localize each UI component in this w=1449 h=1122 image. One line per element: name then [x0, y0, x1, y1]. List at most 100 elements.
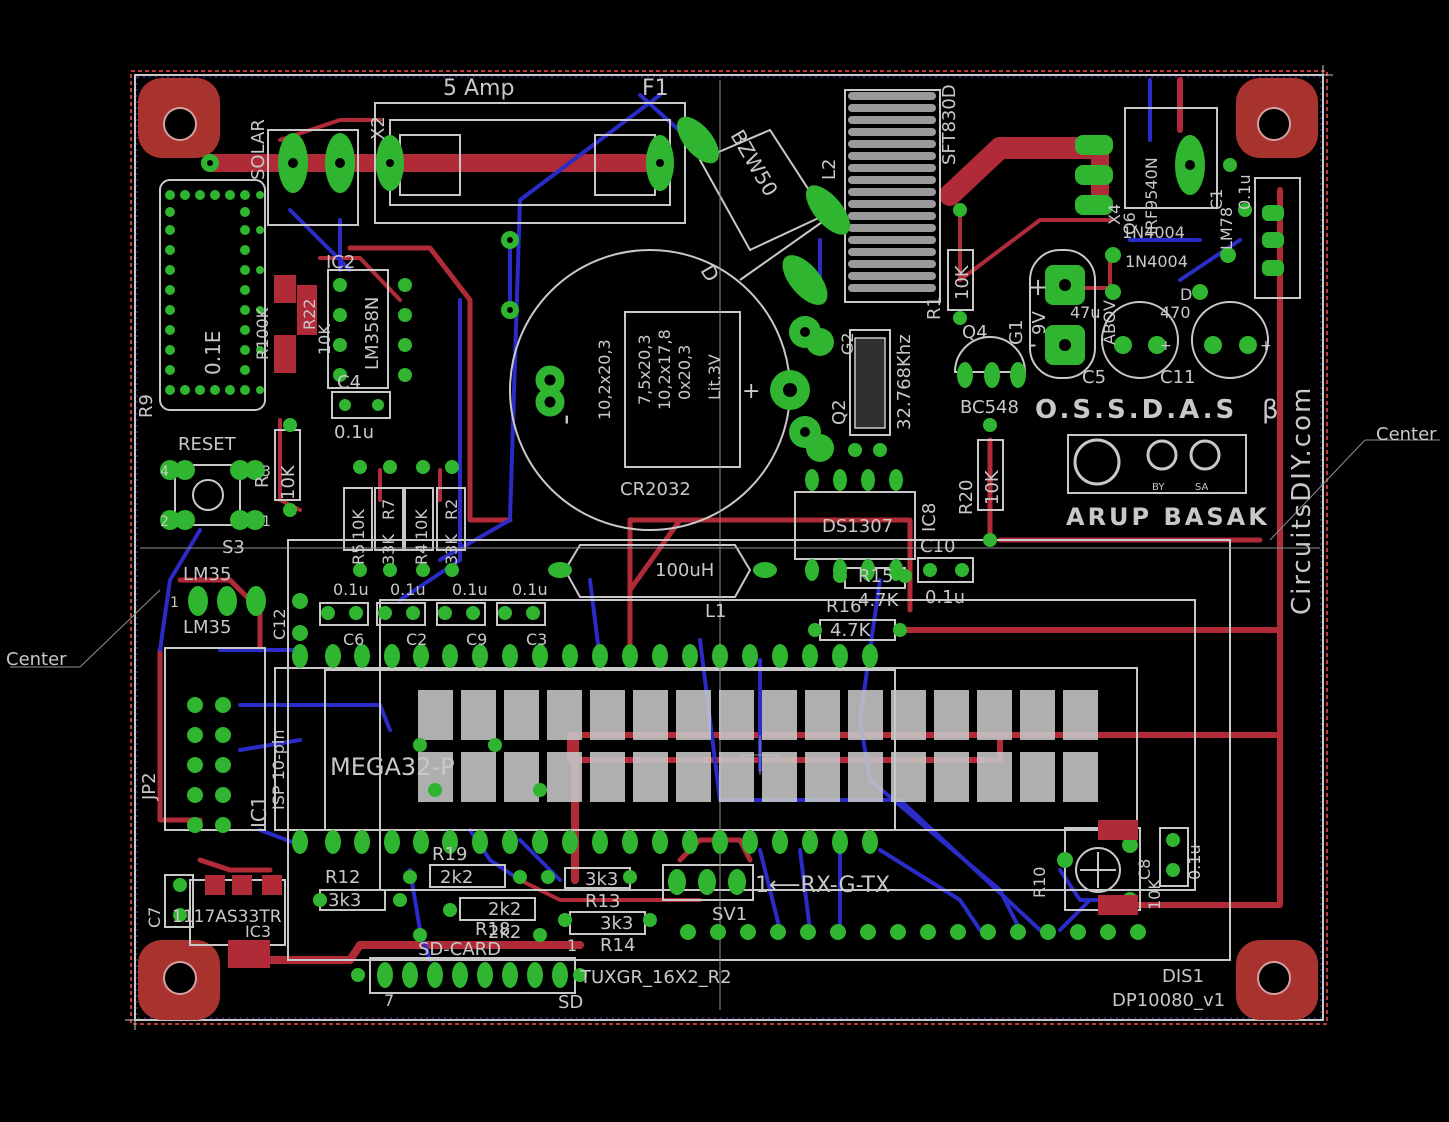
d-small-label: D [1180, 285, 1192, 304]
r4-label: R4 [412, 544, 431, 565]
mounting-hole-bottom-right [1236, 940, 1318, 1020]
c5-plus: + [1160, 338, 1172, 354]
r2-value: 33K [442, 534, 461, 565]
c3-value: 0.1u [512, 580, 548, 599]
r12-label: R12 [325, 867, 360, 888]
n4004-b-label: 1N4004 [1125, 252, 1188, 271]
rx-g-tx-label: 1⟵RX-G-TX [755, 873, 890, 898]
lm35-top-label: LM35 [183, 564, 231, 585]
drill-holes [207, 158, 1195, 437]
site-label: CircuitsDIY.com [1287, 386, 1317, 615]
sd-pin-label: 7 [384, 991, 394, 1010]
battery-minus-label: - [548, 414, 583, 425]
switch-pin-1: 1 [262, 514, 271, 530]
solar-label: SOLAR [248, 119, 269, 180]
c8-value: 0.1u [1185, 844, 1204, 880]
c4-label: C4 [337, 372, 361, 393]
n4004-a-label: 1N4004 [1122, 223, 1185, 242]
center-left-label: Center [6, 649, 67, 670]
battery-part-label: CR2032 [620, 479, 691, 500]
g1-label: G1 [1006, 320, 1027, 345]
r16-value: 4.7K [830, 620, 872, 641]
r9-label: R9 [136, 394, 157, 418]
l2-coil-windings [848, 92, 936, 292]
inductor-value: 100uH [655, 560, 714, 581]
battery-dims-label: 10,2x20,3 [595, 339, 614, 420]
q6-label: Q6 [1120, 212, 1139, 235]
r9-value: 0.1E [201, 331, 225, 375]
r4-value: 10K [412, 509, 431, 540]
g1-value: 9V [1029, 311, 1050, 335]
crystal-freq-label: 32.768Khz [894, 334, 915, 430]
l1-label: L1 [705, 601, 726, 622]
r14-pin: 1 [567, 936, 577, 955]
r18-label: R18 [475, 919, 510, 940]
ic2-part-label: LM358N [362, 297, 383, 370]
ic3-part-label: 1117AS33TR [172, 907, 282, 927]
mounting-hole-top-right [1236, 78, 1318, 158]
cc-logo [1073, 438, 1221, 486]
r2-label: R2 [442, 499, 461, 520]
r20-label: R20 [956, 480, 977, 515]
switch-pin-3: 3 [262, 464, 271, 480]
pads [160, 116, 1284, 988]
ic2-label: IC2 [326, 252, 355, 273]
c10-label: C10 [920, 536, 955, 557]
c4-value: 0.1u [334, 422, 374, 443]
author-label: ARUP BASAK [1066, 503, 1270, 531]
r15-value: 4.7K [858, 590, 900, 611]
battery-plus-label: + [742, 379, 760, 404]
cc-by-label: BY [1152, 482, 1165, 493]
r16-label: R16 [826, 596, 861, 617]
r13-label: R13 [585, 891, 620, 912]
c1-value: 0.1u [1235, 174, 1254, 210]
c2-value: 0.1u [390, 580, 426, 599]
silkscreen-outlines [159, 89, 1301, 994]
center-right-label: Center [1376, 424, 1437, 445]
c2-label: C2 [406, 630, 427, 649]
smd-pads [205, 275, 1138, 968]
r1-label: R1 [924, 296, 945, 320]
battery-dims2-label: 7,5x20,3 [635, 334, 654, 405]
r18-value: 2k2 [488, 899, 521, 920]
battery-minus-symbol [535, 365, 565, 417]
c6-value: 0.1u [333, 580, 369, 599]
ic8-label: IC8 [919, 503, 940, 532]
c9-value: 0.1u [452, 580, 488, 599]
q2-label: Q2 [829, 399, 850, 425]
r20-value: 10K [982, 469, 1003, 505]
fuse-rating-label: 5 Amp [443, 76, 514, 101]
r13b-value: 3k3 [600, 913, 633, 934]
origin-marks [125, 65, 1333, 1030]
c1-label: C1 [1207, 189, 1226, 210]
c12-label: C12 [270, 608, 289, 640]
lcd-part-label: TUXGR_16X2_R2 [579, 967, 732, 988]
lm78-label: LM78 [1217, 207, 1236, 250]
r10-label: R10 [1030, 867, 1049, 898]
c7-label: C7 [145, 907, 164, 928]
r5-label: R5 [349, 544, 368, 565]
reset-label: RESET [178, 434, 237, 455]
sft830d-label: SFT830D [939, 84, 960, 165]
q4-part-label: BC548 [960, 397, 1019, 418]
board-dimension-line [130, 70, 1328, 1025]
g2-label: G2 [838, 332, 857, 355]
ds1307-label: DS1307 [822, 516, 893, 537]
r19-label: R19 [432, 844, 467, 865]
battery-dims3-label: 10,2x17,8 [655, 329, 674, 410]
r12-value: 3k3 [328, 890, 361, 911]
sd-label: SD [558, 992, 583, 1013]
fuse-ref-label: F1 [642, 76, 669, 101]
ic1-label: IC1 [247, 795, 271, 828]
g1-plus-label: + [1028, 273, 1048, 301]
c11-label: C11 [1160, 367, 1195, 388]
r10-value: 10K [1145, 879, 1164, 910]
ic3-label: IC3 [245, 922, 271, 941]
c11-value: 470 [1160, 303, 1191, 322]
c6-label: C6 [343, 630, 364, 649]
r7-value: 33K [379, 534, 398, 565]
c9-label: C9 [466, 630, 487, 649]
isp-label: ISP 10-pin [269, 730, 288, 810]
q4-label: Q4 [962, 322, 988, 343]
r14-label: R14 [600, 935, 635, 956]
